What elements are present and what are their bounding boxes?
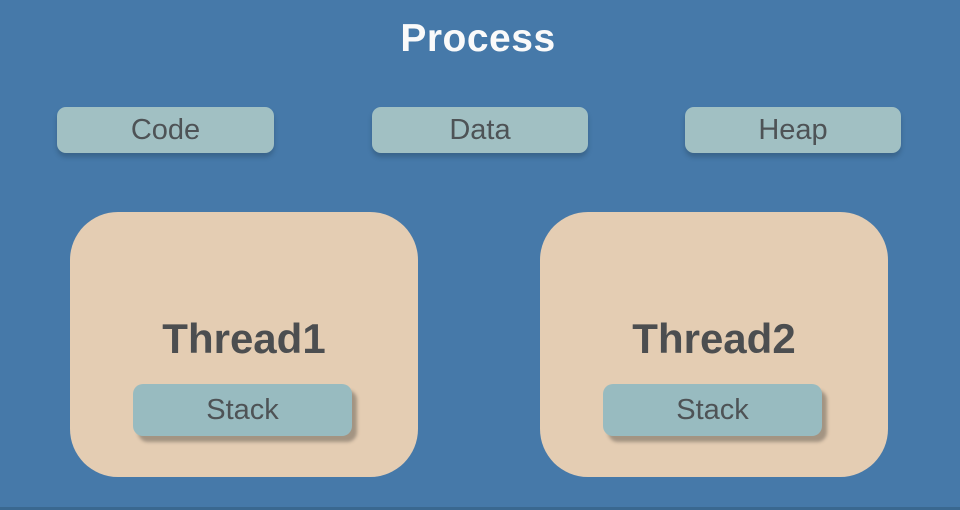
code-segment-box: Code (57, 107, 274, 153)
process-title: Process (400, 17, 556, 60)
thread2-stack-box: Stack (603, 384, 822, 436)
thread2-stack-label: Stack (676, 393, 749, 426)
data-segment-label: Data (449, 113, 511, 146)
thread1-stack-label: Stack (206, 393, 279, 426)
thread1-box: Thread1 Stack (70, 212, 418, 477)
thread1-stack-box: Stack (133, 384, 352, 436)
heap-segment-box: Heap (685, 107, 901, 153)
bottom-edge-strip (0, 507, 960, 510)
heap-segment-label: Heap (758, 113, 828, 146)
code-segment-label: Code (130, 113, 201, 146)
thread2-box: Thread2 Stack (540, 212, 888, 477)
thread2-label: Thread2 (632, 315, 796, 362)
thread1-label: Thread1 (162, 315, 326, 362)
data-segment-box: Data (372, 107, 588, 153)
